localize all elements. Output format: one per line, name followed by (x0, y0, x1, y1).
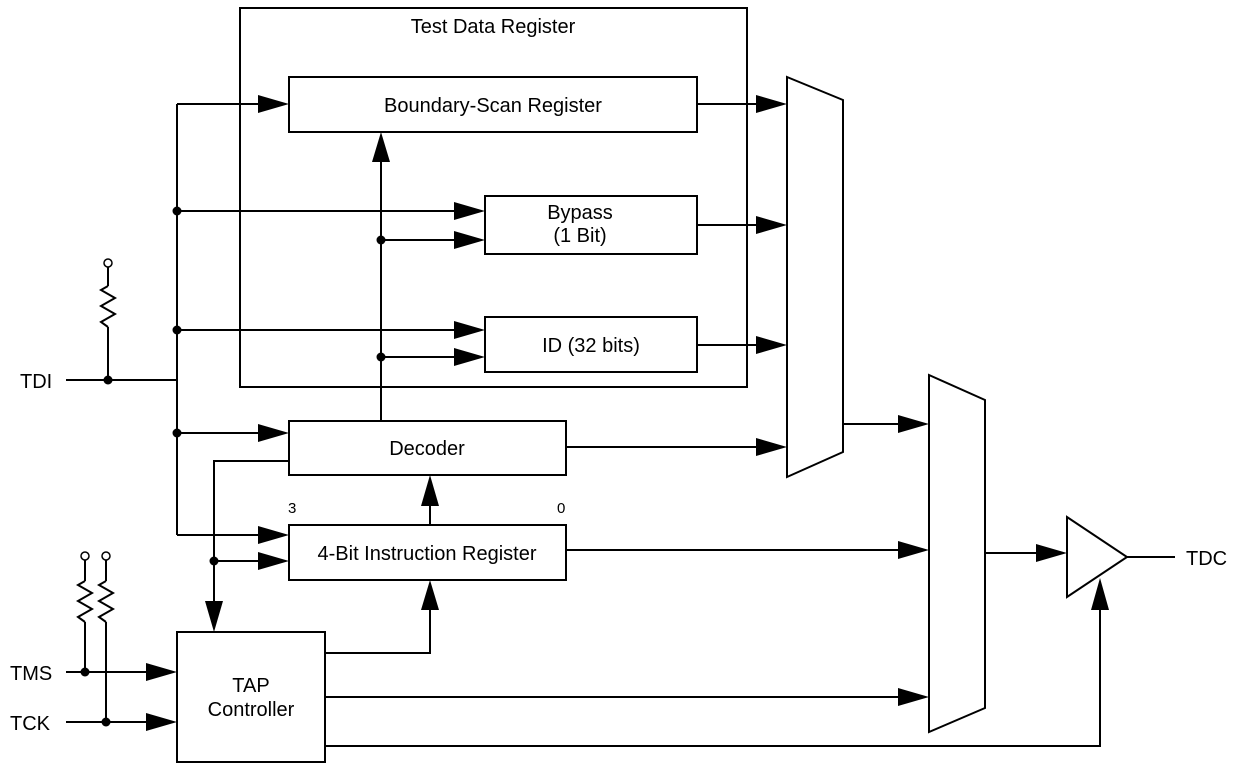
arrow-tap-to-instruction-register (421, 580, 439, 610)
junction-tdi-pullup (103, 375, 113, 385)
tap-controller-label-line2: Controller (208, 699, 295, 721)
arrow-mux-in-id (756, 336, 787, 354)
tdo-label: TDC (1186, 548, 1227, 570)
junction-tms-pullup (80, 667, 90, 677)
instruction-register-label: 4-Bit Instruction Register (318, 543, 537, 565)
arrow-instruction-register-to-decoder (421, 475, 439, 506)
arrow-to-bypass-data (454, 202, 485, 220)
test-data-register-frame (239, 7, 748, 388)
junction-decoder-id (376, 352, 386, 362)
tdi-label: TDI (20, 371, 52, 393)
bypass-register-label-line1: Bypass (547, 202, 613, 224)
instruction-register-box (288, 524, 567, 581)
arrow-tck-to-tap (146, 713, 177, 731)
data-register-mux (786, 75, 844, 479)
arrow-to-bypass-control (454, 231, 485, 249)
tck-pullup-terminal (101, 551, 111, 561)
decoder-label: Decoder (389, 438, 465, 460)
tap-controller-label-line1: TAP (232, 675, 269, 697)
instruction-register-lsb-label: 0 (557, 500, 565, 517)
output-mux (928, 373, 986, 734)
boundary-scan-register-box (288, 76, 698, 133)
tap-to-instruction-register (325, 607, 431, 654)
arrow-to-instruction-register-clock (258, 552, 289, 570)
arrow-to-instruction-register-data (258, 526, 289, 544)
arrow-output-mux-in-tap (898, 688, 929, 706)
arrow-to-decoder (258, 424, 289, 442)
junction-tdi-bypass (172, 206, 182, 216)
arrow-to-id-data (454, 321, 485, 339)
test-data-register-title: Test Data Register (411, 16, 576, 38)
arrow-to-boundary-scan (258, 95, 289, 113)
tdi-pullup-resistor (98, 285, 118, 328)
arrow-mux-in-boundary (756, 95, 787, 113)
junction-tck-pullup (101, 717, 111, 727)
tms-label: TMS (10, 663, 52, 685)
tck-label: TCK (10, 713, 51, 735)
tdi-pullup-terminal (103, 258, 113, 268)
arrow-tap-to-buffer-enable (1091, 578, 1109, 610)
id-register-label: ID (32 bits) (542, 335, 640, 357)
arrow-to-id-control (454, 348, 485, 366)
arrow-clock-to-tap (205, 601, 223, 632)
arrow-to-buffer (1036, 544, 1067, 562)
tap-controller-box (176, 631, 326, 763)
arrow-decoder-to-boundary-scan (372, 132, 390, 162)
bypass-register-label-line2: (1 Bit) (553, 225, 606, 247)
arrow-mux-in-decoder (756, 438, 787, 456)
bypass-register-box (484, 195, 698, 255)
tms-pullup-terminal (80, 551, 90, 561)
arrow-output-mux-in-instruction (898, 541, 929, 559)
decoder-box (288, 420, 567, 476)
junction-clock-instruction (209, 556, 219, 566)
arrow-output-mux-in-data (898, 415, 929, 433)
boundary-scan-register-label: Boundary-Scan Register (384, 95, 602, 117)
tdo-output-buffer (1066, 515, 1129, 599)
instruction-register-msb-label: 3 (288, 500, 296, 517)
junction-decoder-bypass (376, 235, 386, 245)
tms-pullup-resistor (75, 580, 95, 623)
tap-to-buffer-enable (325, 607, 1101, 747)
tck-pullup-resistor (96, 580, 116, 623)
junction-tdi-decoder (172, 428, 182, 438)
arrow-mux-in-bypass (756, 216, 787, 234)
arrow-tms-to-tap (146, 663, 177, 681)
junction-tdi-id (172, 325, 182, 335)
